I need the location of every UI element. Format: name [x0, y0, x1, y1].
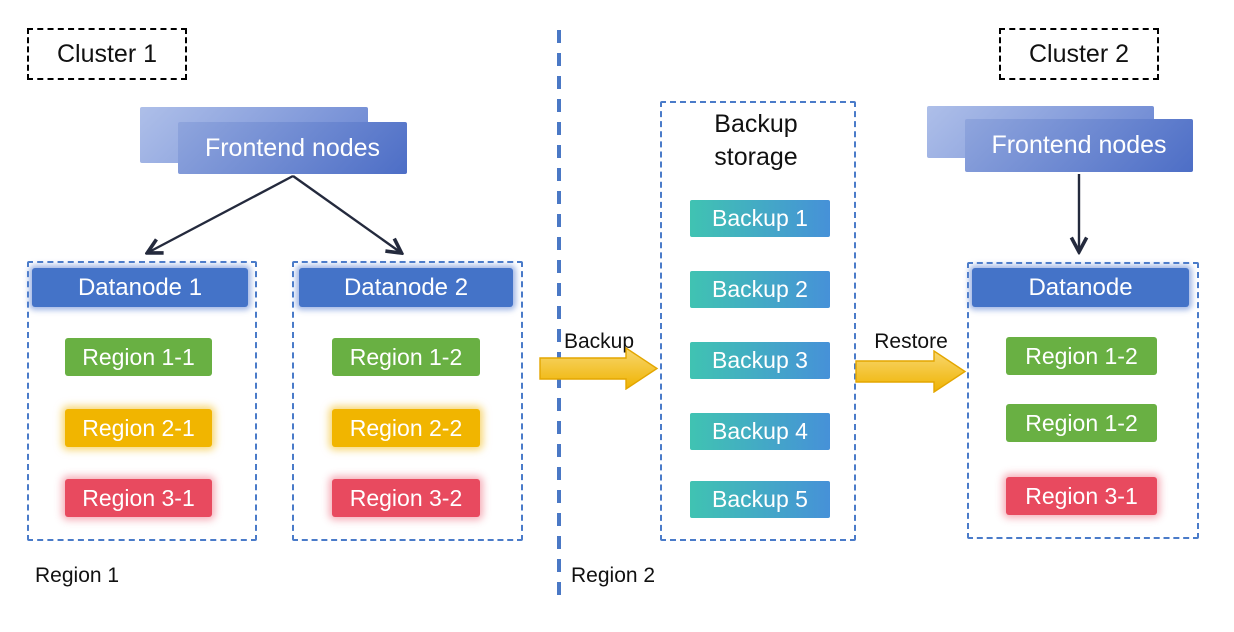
restore-arrow: [855, 350, 967, 393]
region-box-c2-1: Region 1-2: [1006, 337, 1157, 375]
region-box-3-1: Region 3-1: [65, 479, 212, 517]
datanode3-panel: [967, 262, 1199, 539]
backup-arrow-label: Backup: [563, 330, 635, 353]
cluster1-label-text: Cluster 1: [56, 39, 158, 68]
region-box-c2-3: Region 3-1: [1006, 477, 1157, 515]
cluster2-label: Cluster 2: [999, 28, 1159, 80]
backup-storage-panel: [660, 101, 856, 541]
backup-item-2: Backup 2: [690, 271, 830, 308]
backup-item-3: Backup 3: [690, 342, 830, 379]
region-box-1-2: Region 1-2: [332, 338, 480, 376]
frontend-to-datanode1-arrow: [149, 174, 294, 252]
datanode3-header: Datanode: [972, 268, 1189, 307]
restore-arrow-label: Restore: [874, 330, 948, 353]
region2-caption: Region 2: [571, 564, 656, 587]
region1-caption: Region 1: [35, 564, 120, 587]
backup-item-5: Backup 5: [690, 481, 830, 518]
region-box-2-2: Region 2-2: [332, 409, 480, 447]
region-box-c2-2: Region 1-2: [1006, 404, 1157, 442]
frontend-to-datanode2-arrow: [292, 175, 400, 252]
frontend-nodes-2: Frontend nodes: [965, 119, 1193, 172]
frontend-nodes-1: Frontend nodes: [178, 122, 407, 174]
cluster1-label: Cluster 1: [27, 28, 187, 80]
cluster2-label-text: Cluster 2: [1028, 39, 1130, 68]
datanode2-header: Datanode 2: [299, 268, 513, 307]
region-box-1-1: Region 1-1: [65, 338, 212, 376]
datanode1-header: Datanode 1: [32, 268, 248, 307]
backup-storage-title: Backup storage: [714, 110, 798, 171]
backup-item-4: Backup 4: [690, 413, 830, 450]
backup-arrow: [539, 347, 659, 390]
region-box-3-2: Region 3-2: [332, 479, 480, 517]
frontend-nodes-1-label: Frontend nodes: [204, 133, 381, 162]
backup-item-1: Backup 1: [690, 200, 830, 237]
region-box-2-1: Region 2-1: [65, 409, 212, 447]
frontend-nodes-2-label: Frontend nodes: [991, 131, 1167, 159]
